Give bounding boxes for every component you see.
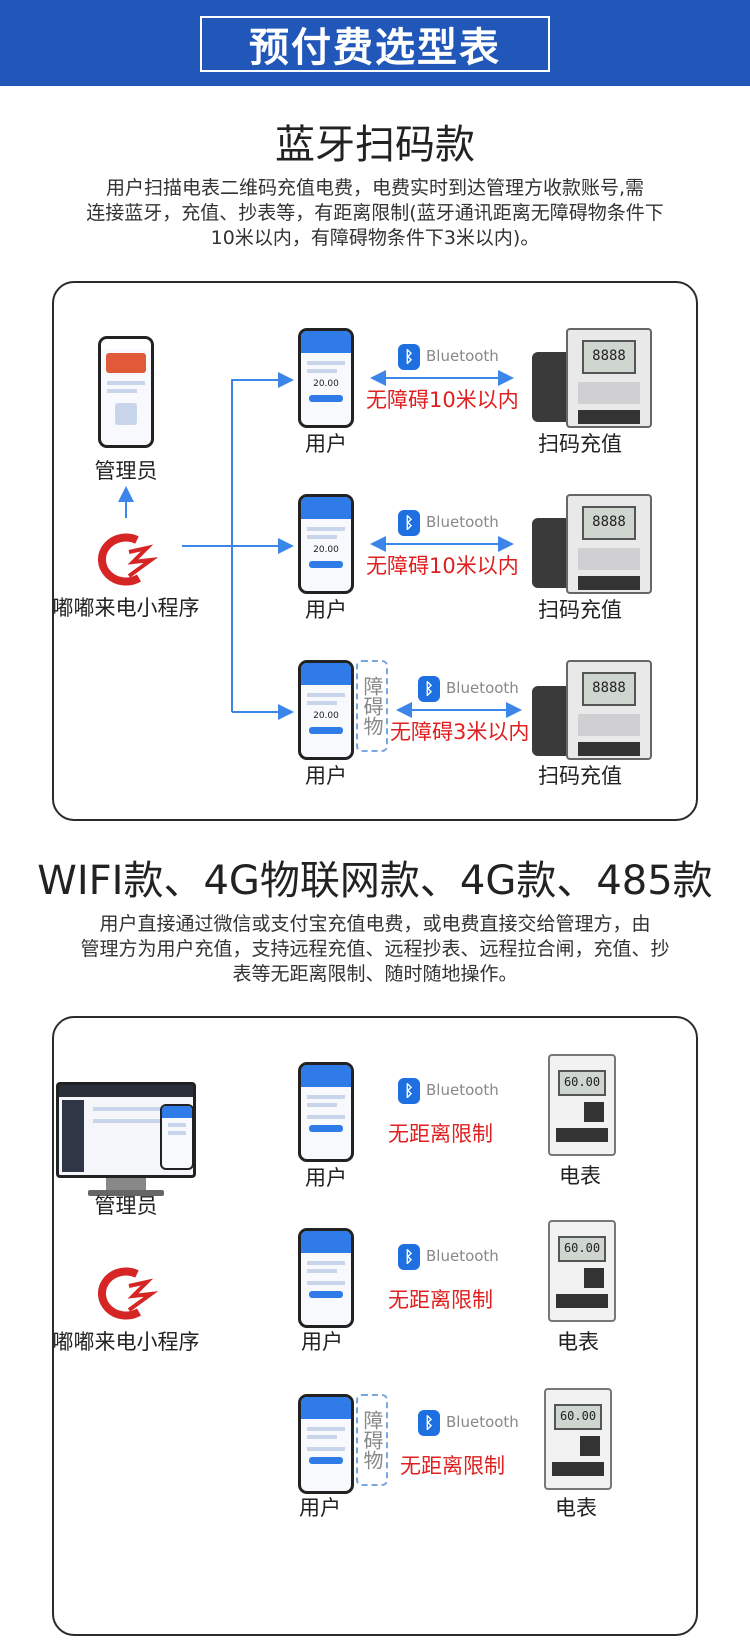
- distance-label: 无距离限制: [388, 1122, 493, 1146]
- admin-phone-image: [160, 1104, 194, 1170]
- section2-desc-line: 用户直接通过微信或支付宝充值电费，或电费直接交给管理方，由: [99, 913, 651, 935]
- bluetooth-icon: ᛒ: [418, 676, 440, 702]
- distance-label: 无障碍10米以内: [366, 388, 519, 412]
- distance-label: 无距离限制: [400, 1454, 505, 1478]
- user-phone-image: 20.00: [298, 328, 354, 428]
- meter-image: 60.00: [548, 1220, 616, 1322]
- section2-desc-line: 表等无距离限制、随时随地操作。: [232, 963, 518, 985]
- user-phone-image: 20.00: [298, 494, 354, 594]
- section1-title: 蓝牙扫码款: [275, 122, 475, 168]
- obstacle-box: 障碍物: [356, 660, 388, 752]
- distance-label: 无障碍3米以内: [390, 720, 530, 744]
- user-label: 用户: [305, 598, 347, 622]
- meter-image: 8888: [566, 494, 652, 594]
- section2-description: 用户直接通过微信或支付宝充值电费，或电费直接交给管理方，由 管理方为用户充值，支…: [25, 912, 725, 987]
- obstacle-box: 障碍物: [356, 1394, 388, 1486]
- user-label: 用户: [305, 432, 347, 456]
- bluetooth-icon: ᛒ: [398, 1078, 420, 1104]
- user-label: 用户: [301, 1330, 343, 1354]
- section2-title: WIFI款、4G物联网款、4G款、485款: [37, 858, 713, 904]
- dudu-logo-icon: [97, 533, 159, 586]
- bluetooth-text: Bluetooth: [426, 347, 499, 365]
- meter-label: 电表: [555, 1496, 597, 1520]
- monitor-stand: [106, 1178, 146, 1192]
- meter-image: 8888: [566, 328, 652, 428]
- dudu-logo-icon: [97, 1267, 159, 1320]
- meter-image: 60.00: [548, 1054, 616, 1156]
- meter-image: 8888: [566, 660, 652, 760]
- meter-label: 扫码充值: [538, 432, 622, 456]
- bluetooth-text: Bluetooth: [426, 513, 499, 531]
- scanning-phone-image: [532, 686, 572, 756]
- header-box: 预付费选型表: [200, 16, 550, 72]
- obstacle-label: 障碍物: [360, 1410, 384, 1470]
- bluetooth-icon: ᛒ: [418, 1410, 440, 1436]
- obstacle-label: 障碍物: [360, 676, 384, 736]
- meter-image: 60.00: [544, 1388, 612, 1490]
- monitor-base: [88, 1190, 164, 1196]
- meter-label: 扫码充值: [538, 764, 622, 788]
- miniprogram-label: 嘟嘟来电小程序: [52, 1330, 200, 1354]
- bluetooth-text: Bluetooth: [426, 1247, 499, 1265]
- user-label: 用户: [299, 1496, 341, 1520]
- admin-label: 管理员: [94, 1194, 158, 1218]
- user-label: 用户: [305, 764, 347, 788]
- bluetooth-text: Bluetooth: [446, 1413, 519, 1431]
- user-phone-image: [298, 1394, 354, 1494]
- page-title: 预付费选型表: [249, 25, 501, 71]
- distance-label: 无距离限制: [388, 1288, 493, 1312]
- bluetooth-text: Bluetooth: [426, 1081, 499, 1099]
- distance-label: 无障碍10米以内: [366, 554, 519, 578]
- meter-label: 扫码充值: [538, 598, 622, 622]
- user-phone-image: 20.00: [298, 660, 354, 760]
- bluetooth-icon: ᛒ: [398, 344, 420, 370]
- scanning-phone-image: [532, 518, 572, 588]
- user-label: 用户: [305, 1166, 347, 1190]
- bluetooth-icon: ᛒ: [398, 1244, 420, 1270]
- section1-description: 用户扫描电表二维码充值电费，电费实时到达管理方收款账号,需 连接蓝牙，充值、抄表…: [25, 176, 725, 251]
- scanning-phone-image: [532, 352, 572, 422]
- bluetooth-text: Bluetooth: [446, 679, 519, 697]
- admin-label: 管理员: [94, 459, 158, 483]
- miniprogram-label: 嘟嘟来电小程序: [52, 596, 200, 620]
- admin-phone-image: [98, 336, 154, 448]
- meter-label: 电表: [559, 1164, 601, 1188]
- user-phone-image: [298, 1062, 354, 1162]
- section1-desc-line: 连接蓝牙，充值、抄表等，有距离限制(蓝牙通讯距离无障碍物条件下: [86, 202, 664, 224]
- meter-label: 电表: [557, 1330, 599, 1354]
- user-phone-image: [298, 1228, 354, 1328]
- bluetooth-icon: ᛒ: [398, 510, 420, 536]
- section2-desc-line: 管理方为用户充值，支持远程充值、远程抄表、远程拉合闸，充值、抄: [80, 938, 670, 960]
- section1-desc-line: 用户扫描电表二维码充值电费，电费实时到达管理方收款账号,需: [105, 177, 645, 199]
- section1-desc-line: 10米以内，有障碍物条件下3米以内)。: [210, 227, 540, 249]
